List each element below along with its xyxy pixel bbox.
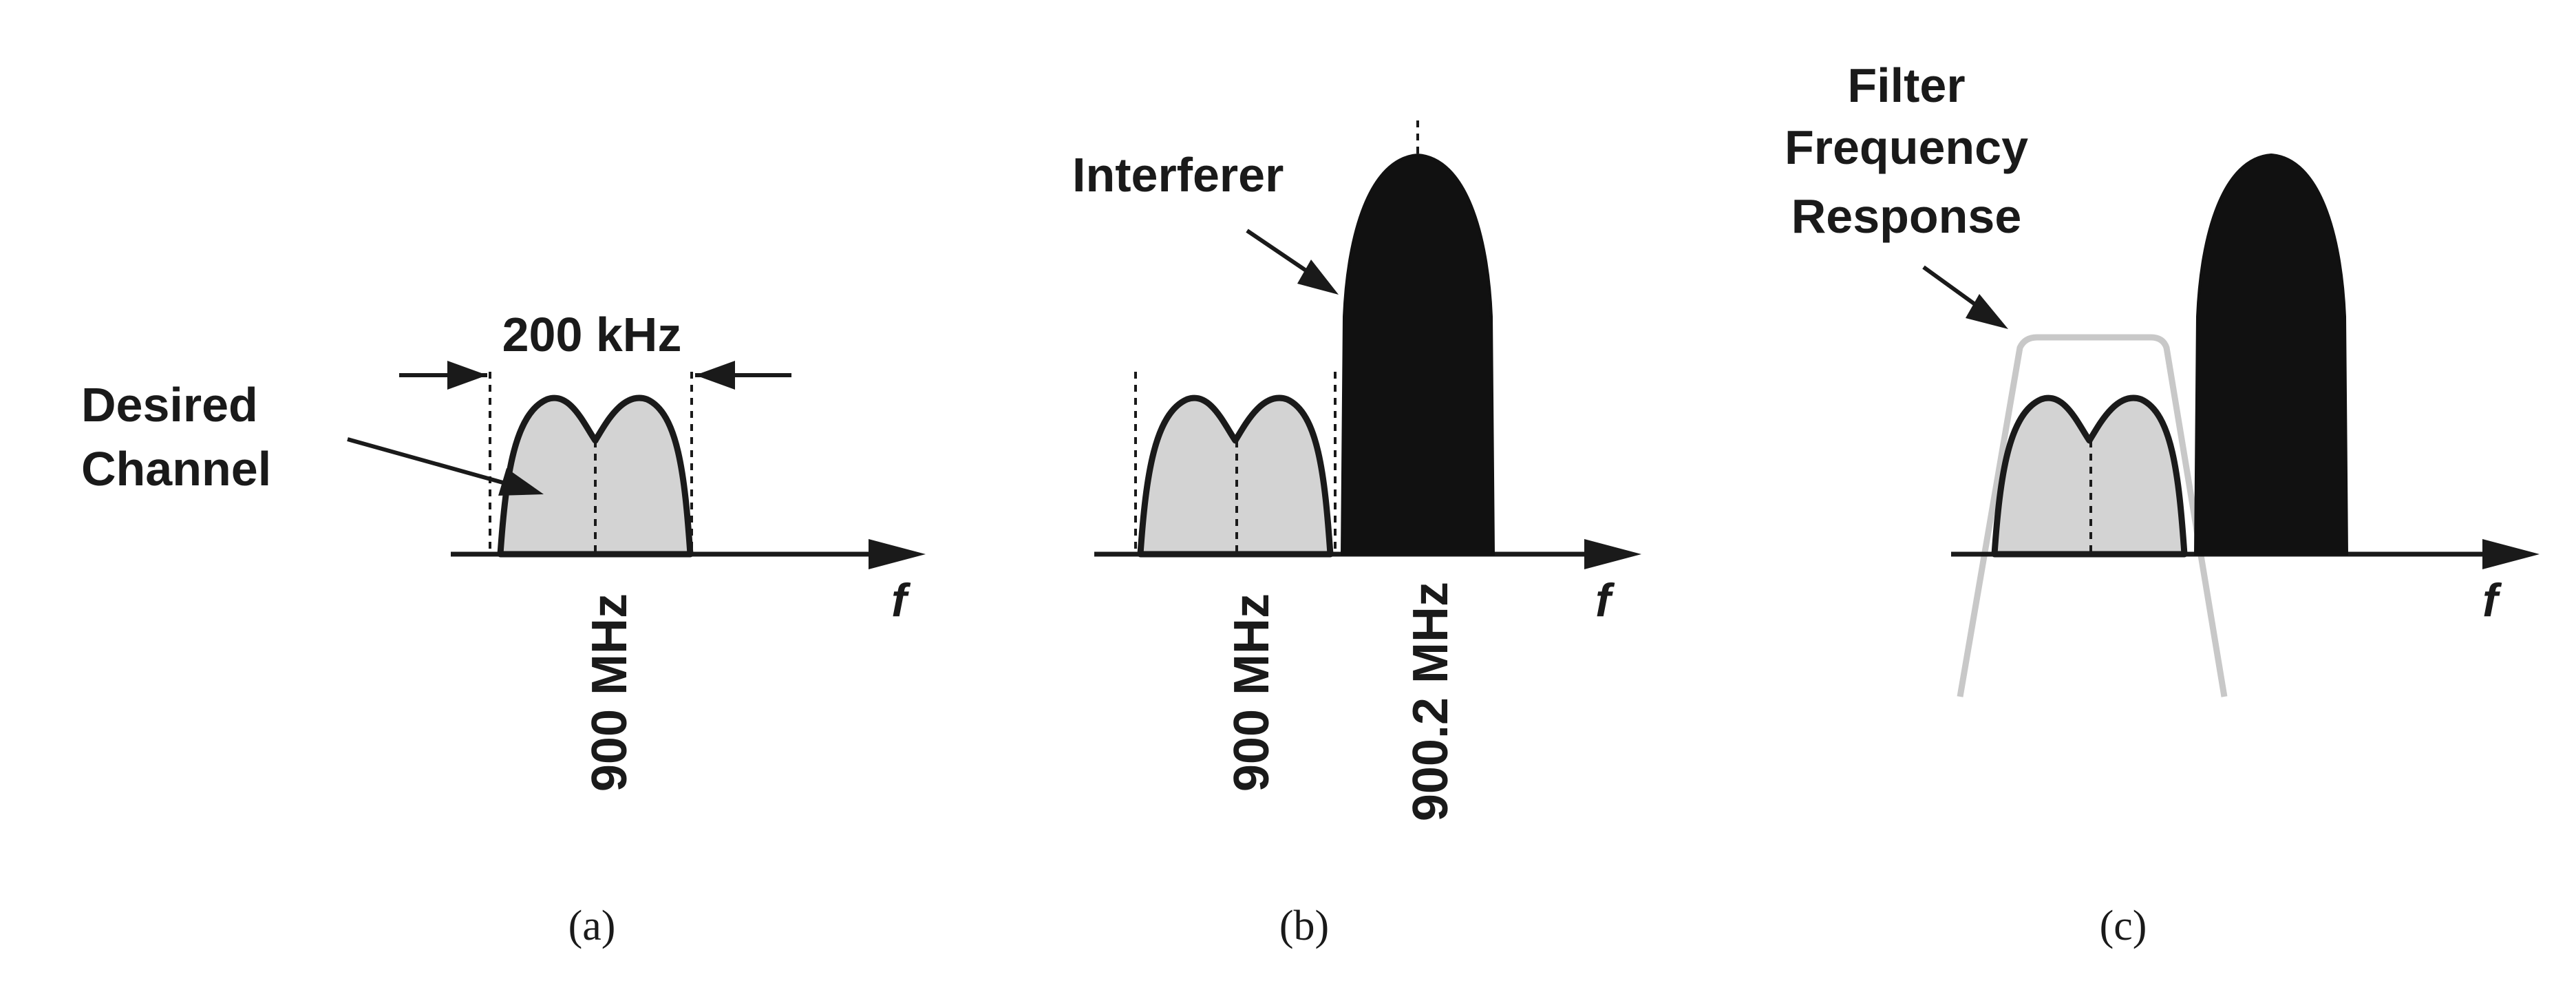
panel-c-axis-arrowhead (2482, 539, 2540, 569)
panel-c-filter-label-line3: Response (1791, 189, 2022, 243)
panel-a-desired-channel-label-line2: Channel (81, 442, 271, 496)
panel-c-filter-pointer (1922, 265, 1982, 310)
panel-b-interferer-spectrum (1340, 153, 1495, 556)
panel-a: f 200 kHz Desired Channel 900 MHz (a) (81, 308, 926, 949)
panel-c-interferer-spectrum (2193, 153, 2349, 556)
panel-c-filter-frequency-response (1957, 334, 2228, 697)
panel-a-caption: (a) (568, 903, 616, 949)
panel-c-caption: (c) (2100, 903, 2147, 949)
panel-a-bandwidth-arrowhead-right (695, 361, 735, 390)
panel-a-axis-label: f (891, 574, 911, 626)
panel-a-frequency-label: 900 MHz (582, 593, 637, 792)
panel-c-filter-pointer-head (1966, 294, 2008, 329)
panel-a-axis-arrowhead (869, 539, 926, 569)
panel-b-desired-channel-spectrum (1137, 394, 1334, 558)
panel-c-axis-label: f (2482, 574, 2502, 626)
panel-a-bandwidth-arrowhead-left (447, 361, 487, 390)
panel-b-interferer-pointer (1246, 229, 1314, 277)
panel-b-frequency-label-1: 900 MHz (1224, 593, 1279, 792)
panel-b-caption: (b) (1279, 903, 1329, 949)
panel-b-frequency-label-2: 900.2 MHz (1403, 582, 1458, 821)
panel-c-filter-label-line2: Frequency (1785, 120, 2028, 174)
panel-b-axis-label: f (1595, 574, 1615, 626)
panel-a-desired-channel-label-line1: Desired (81, 378, 258, 432)
panel-b-interferer-pointer-head (1297, 260, 1339, 295)
panel-a-desired-channel-pointer (347, 437, 513, 487)
panel-b-axis-arrowhead (1584, 539, 1641, 569)
panel-c-desired-channel-spectrum (1991, 394, 2188, 558)
panel-a-desired-channel-pointer-head (498, 468, 544, 496)
panel-c: f Filter Frequency Response (c) (1785, 59, 2540, 949)
panel-b: f Interferer 900 MHz 900.2 MHz (b) (1072, 120, 1641, 949)
panel-c-filter-label-line1: Filter (1847, 59, 1965, 112)
panel-b-interferer-label: Interferer (1072, 148, 1284, 202)
panel-a-desired-channel-spectrum (497, 394, 694, 558)
panel-a-bandwidth-label: 200 kHz (502, 308, 682, 361)
